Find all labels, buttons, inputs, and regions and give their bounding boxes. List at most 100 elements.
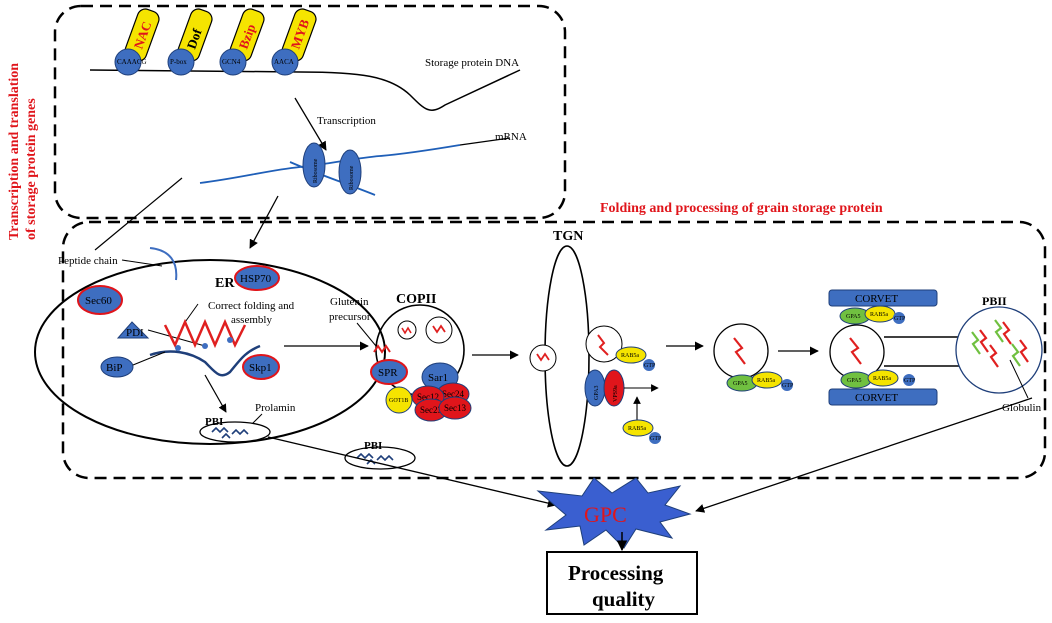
spr-protein: SPR bbox=[370, 359, 408, 385]
ribosome-2: Ribosome bbox=[338, 149, 362, 195]
pbi-to-gpc-arrow bbox=[267, 436, 557, 508]
svg-text:GPA3: GPA3 bbox=[594, 386, 600, 400]
transcription-section-title: Transcription and translation of storage… bbox=[7, 59, 39, 240]
rab5a-free: RAB5a GTP bbox=[622, 419, 662, 444]
globulin-pointer bbox=[1009, 359, 1029, 399]
mrna-tail bbox=[459, 137, 511, 146]
glutenin-precursor-chain bbox=[373, 344, 391, 354]
svg-text:Sec24: Sec24 bbox=[442, 389, 464, 399]
pbii-label: PBII bbox=[982, 294, 1007, 308]
svg-text:RAB5a: RAB5a bbox=[628, 426, 646, 432]
svg-text:HSP70: HSP70 bbox=[240, 273, 272, 285]
storage-dna-label: Storage protein DNA bbox=[425, 57, 519, 69]
prolamin-label: Prolamin bbox=[255, 402, 296, 414]
folding-dot bbox=[175, 345, 181, 351]
folding-dot bbox=[227, 337, 233, 343]
svg-text:RAB5a: RAB5a bbox=[757, 378, 775, 384]
transcription-label: Transcription bbox=[317, 115, 376, 127]
folding-red-chain bbox=[163, 318, 247, 349]
copii-label: COPII bbox=[396, 292, 436, 307]
pbi-label-free: PBI bbox=[364, 440, 382, 452]
vps9a-protein: VPS9a bbox=[603, 369, 625, 407]
svg-text:GPA5: GPA5 bbox=[733, 381, 747, 387]
binding-motif bbox=[167, 48, 195, 76]
svg-text:GPA5: GPA5 bbox=[846, 314, 860, 320]
binding-motif bbox=[114, 48, 142, 76]
svg-text:GTP: GTP bbox=[782, 383, 794, 389]
peptide-connector bbox=[94, 177, 183, 251]
bip-protein: BiP bbox=[100, 356, 134, 378]
rab5a-vesicle: RAB5a GTP bbox=[751, 371, 794, 391]
pbii-proteins bbox=[971, 319, 1029, 368]
svg-text:Ribosome: Ribosome bbox=[349, 165, 355, 190]
mrna-label: mRNA bbox=[495, 131, 527, 143]
svg-text:PDI: PDI bbox=[126, 327, 144, 339]
pbi-body-er bbox=[199, 421, 271, 443]
pbii-to-gpc-arrow bbox=[695, 397, 1033, 513]
ribosome-to-er-arrow bbox=[249, 195, 279, 249]
hsp70-protein: HSP70 bbox=[234, 265, 280, 291]
svg-text:Skp1: Skp1 bbox=[249, 362, 272, 374]
gpc-starburst: GPC bbox=[536, 477, 692, 549]
er-to-pbi-arrow bbox=[204, 374, 227, 413]
svg-text:GTP: GTP bbox=[644, 363, 656, 369]
svg-text:RAB5a: RAB5a bbox=[873, 376, 891, 382]
tgn-label: TGN bbox=[553, 229, 583, 244]
glutenin-label: Glutenin bbox=[330, 296, 369, 308]
rab5a-corvet-top: RAB5a GTP bbox=[864, 305, 906, 324]
copii-small-vesicle bbox=[425, 316, 453, 344]
transcription-arrow bbox=[294, 97, 327, 151]
glutenin-label-2: precursor bbox=[329, 311, 371, 323]
peptide-chain-hook bbox=[149, 247, 178, 281]
storage-protein-dna bbox=[89, 69, 521, 111]
svg-text:Sec12: Sec12 bbox=[417, 392, 439, 402]
svg-text:BiP: BiP bbox=[106, 362, 123, 374]
correct-folding-label: Correct folding and bbox=[208, 300, 295, 312]
copii-small-vesicle-2 bbox=[397, 320, 417, 340]
er-label: ER bbox=[215, 276, 235, 291]
binding-motif bbox=[219, 48, 247, 76]
svg-text:GPA5: GPA5 bbox=[847, 378, 861, 384]
svg-text:Sec60: Sec60 bbox=[85, 295, 112, 307]
svg-text:CORVET: CORVET bbox=[855, 392, 898, 404]
got1b-protein: GOT1B bbox=[385, 386, 413, 414]
folding-section-box bbox=[61, 220, 1047, 480]
transcription-section-box bbox=[53, 4, 567, 220]
er-membrane bbox=[34, 259, 386, 445]
corvet-top: CORVET bbox=[828, 289, 938, 307]
mrna-strand bbox=[199, 144, 461, 184]
pdi-protein: PDI bbox=[116, 321, 150, 339]
bip-pointer bbox=[132, 351, 166, 366]
svg-text:RAB5a: RAB5a bbox=[621, 353, 639, 359]
transcription-factor-label: Dof bbox=[184, 26, 205, 51]
binding-motif-label: CAAACG bbox=[117, 58, 147, 66]
peptide-chain-pointer bbox=[121, 259, 163, 267]
gpa3-protein: GPA3 bbox=[584, 369, 606, 407]
pbi-body-free bbox=[344, 446, 416, 470]
pbi-label-er: PBI bbox=[205, 416, 223, 428]
svg-text:GTP: GTP bbox=[650, 436, 662, 442]
svg-text:quality: quality bbox=[592, 587, 656, 611]
tgn-vesicle-left bbox=[529, 344, 557, 372]
svg-text:Ribosome: Ribosome bbox=[313, 158, 319, 183]
correct-folding-label-2: assembly bbox=[231, 314, 272, 326]
corvet-bottom: CORVET bbox=[828, 388, 938, 406]
tgn-vesicle-right bbox=[585, 325, 623, 363]
mrna-strand-lower bbox=[289, 161, 376, 196]
transport-vesicle bbox=[713, 323, 769, 379]
pbii-body bbox=[955, 306, 1043, 394]
binding-motif-label: GCN4 bbox=[222, 58, 241, 66]
svg-text:Sec13: Sec13 bbox=[444, 403, 466, 413]
gpa5-corvet-bottom: GPA5 bbox=[840, 371, 872, 389]
svg-text:GTP: GTP bbox=[894, 316, 906, 322]
binding-motif-label: P-box bbox=[170, 58, 187, 66]
svg-text:RAB5a: RAB5a bbox=[870, 312, 888, 318]
glutenin-pointer bbox=[356, 322, 377, 347]
binding-motif bbox=[271, 48, 299, 76]
folding-blue-chain bbox=[149, 344, 261, 377]
folding-section-title: Folding and processing of grain storage … bbox=[600, 201, 883, 216]
